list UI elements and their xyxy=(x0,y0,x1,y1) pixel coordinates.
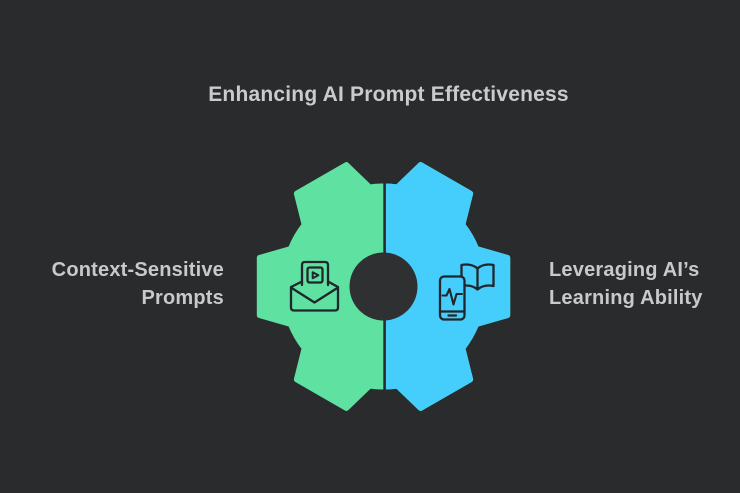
envelope-outline xyxy=(289,280,340,312)
left-label-line2: Prompts xyxy=(141,287,224,309)
right-label-line2: Learning Ability xyxy=(549,287,703,309)
play-triangle xyxy=(311,271,320,280)
left-label: Context-Sensitive Prompts xyxy=(52,256,224,312)
left-label-line1: Context-Sensitive xyxy=(51,259,224,281)
video-frame xyxy=(300,260,330,287)
right-label: Leveraging AI’s Learning Ability xyxy=(549,256,703,312)
envelope-fold xyxy=(291,287,338,304)
page-title: Enhancing AI Prompt Effectiveness xyxy=(208,83,569,106)
mobile-learning-icon xyxy=(438,263,495,321)
video-screen xyxy=(306,266,324,284)
open-book xyxy=(460,263,495,291)
pulse-waveform xyxy=(441,287,464,306)
gear-hub-hole xyxy=(349,252,418,321)
video-email-icon xyxy=(289,260,340,312)
right-label-line1: Leveraging AI’s xyxy=(549,259,700,281)
